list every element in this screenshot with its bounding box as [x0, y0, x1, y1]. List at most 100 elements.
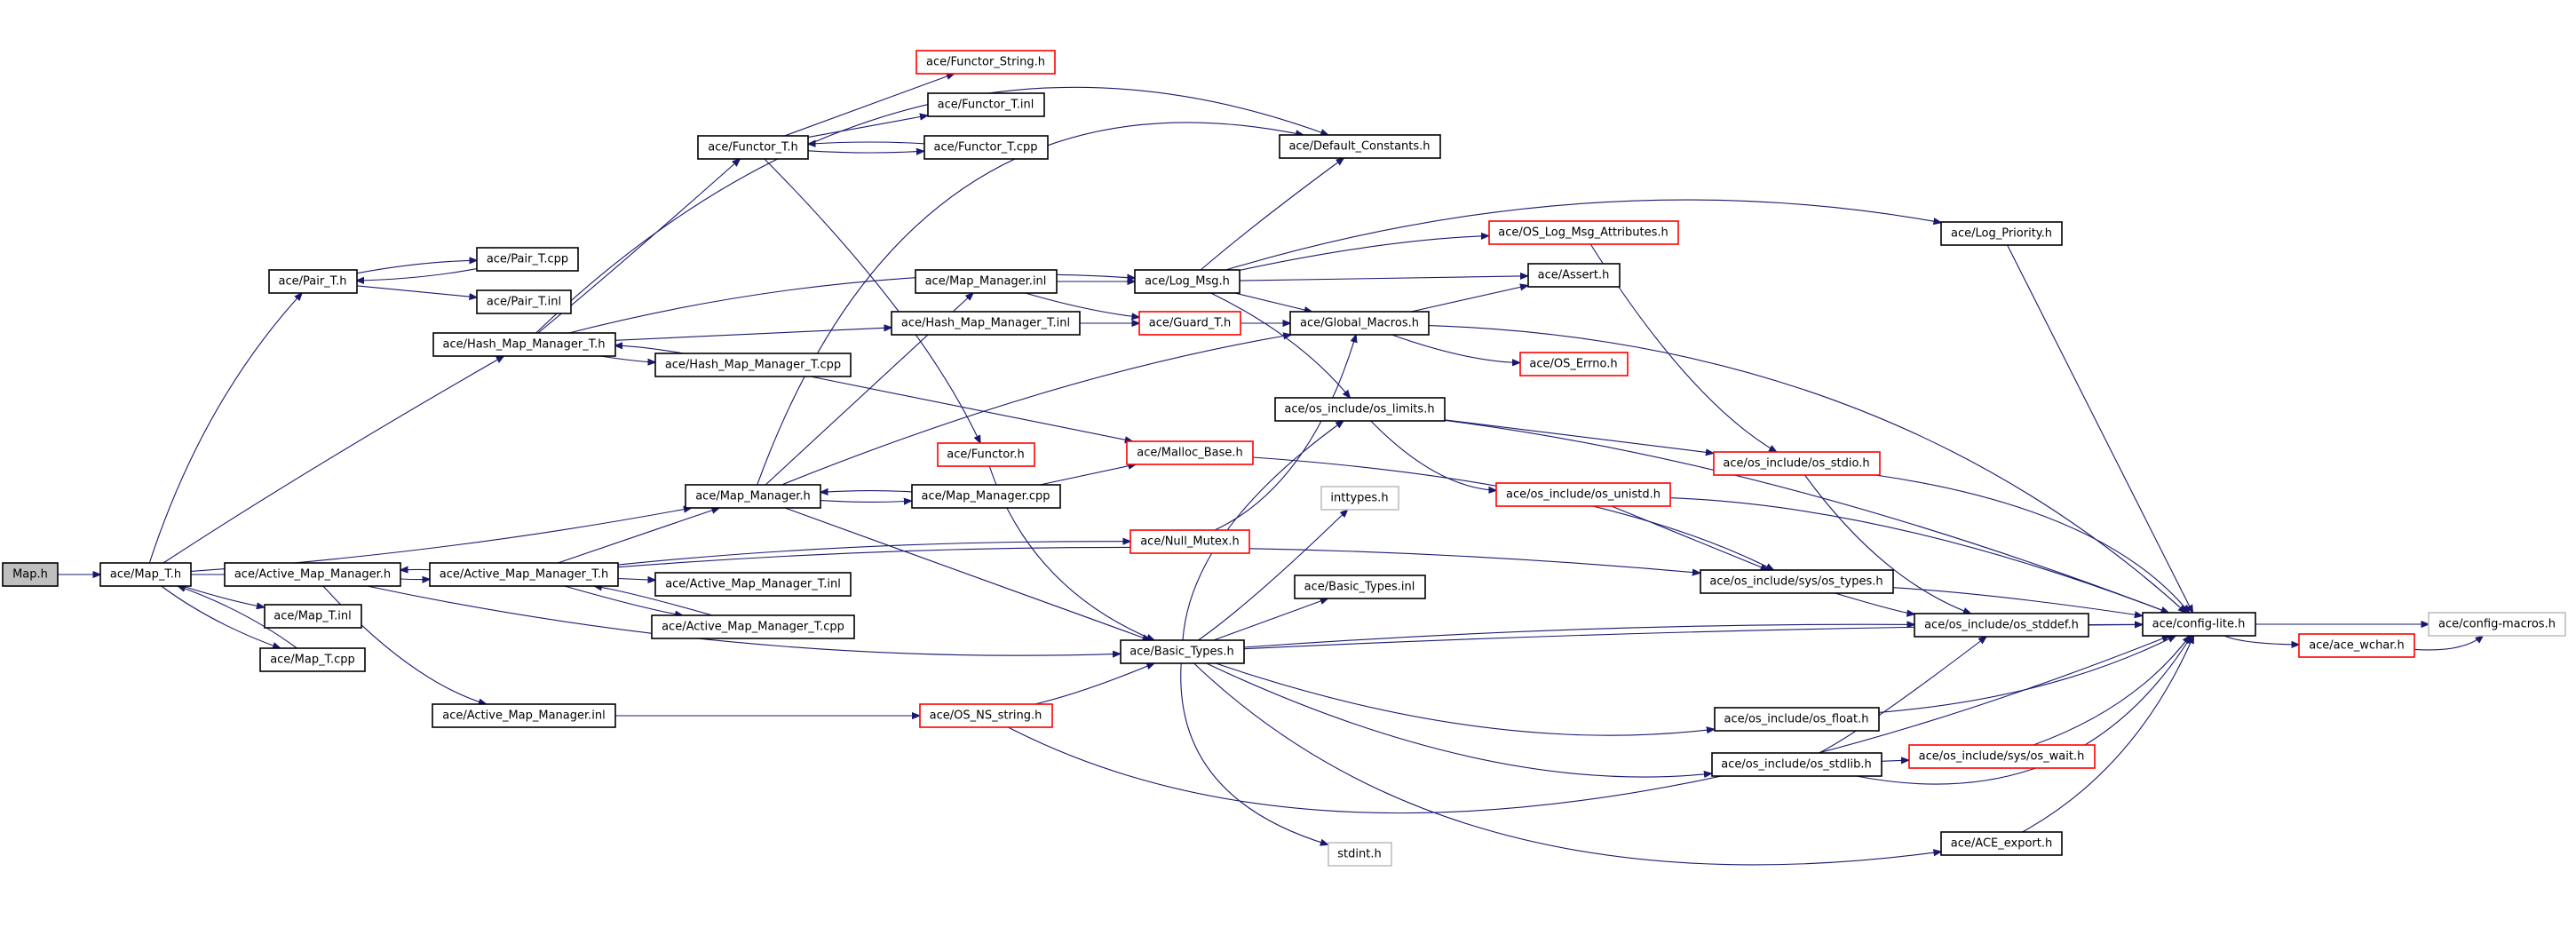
- graph-node-functor-t-cpp[interactable]: ace/Functor_T.cpp: [923, 135, 1049, 160]
- edges-layer: [58, 74, 2483, 866]
- node-box: [264, 604, 362, 629]
- edge-log-msg-h-to-log-priority-h: [1225, 199, 1942, 271]
- graph-node-functor-h[interactable]: ace/Functor.h: [937, 442, 1035, 467]
- graph-node-os-stddef-h[interactable]: ace/os_include/os_stddef.h: [1914, 613, 2089, 638]
- edge-map-manager-h-to-default-constants-h: [757, 122, 1304, 486]
- node-label: ace/Guard_T.h: [1149, 317, 1231, 330]
- graph-node-config-macros-h[interactable]: ace/config-macros.h: [2428, 612, 2566, 637]
- graph-node-map-manager-inl[interactable]: ace/Map_Manager.inl: [915, 269, 1058, 294]
- node-box: [1134, 269, 1240, 294]
- edge-map-t-h-to-pair-t-h: [148, 293, 302, 564]
- node-label: ace/Functor_T.h: [708, 141, 798, 155]
- graph-node-map-manager-h[interactable]: ace/Map_Manager.h: [685, 484, 821, 509]
- graph-node-malloc-base-h[interactable]: ace/Malloc_Base.h: [1126, 440, 1254, 465]
- graph-node-map-t-cpp[interactable]: ace/Map_T.cpp: [259, 647, 366, 672]
- graph-node-active-mm-t-h[interactable]: ace/Active_Map_Manager_T.h: [429, 562, 619, 587]
- node-label: ace/Map_T.inl: [273, 610, 351, 623]
- node-box: [432, 703, 616, 728]
- graph-node-log-msg-h[interactable]: ace/Log_Msg.h: [1134, 269, 1240, 294]
- graph-node-os-ns-string-h[interactable]: ace/OS_NS_string.h: [919, 703, 1053, 728]
- graph-node-assert-h[interactable]: ace/Assert.h: [1527, 263, 1621, 288]
- graph-node-os-float-h[interactable]: ace/os_include/os_float.h: [1714, 707, 1880, 732]
- node-label: ace/Malloc_Base.h: [1137, 447, 1243, 460]
- graph-node-pair-t-inl[interactable]: ace/Pair_T.inl: [476, 289, 572, 314]
- node-box: [1294, 575, 1426, 599]
- edge-null-mutex-h-to-global-macros-h: [1214, 335, 1356, 531]
- node-label: ace/Active_Map_Manager.h: [234, 568, 391, 582]
- node-box: [927, 92, 1045, 117]
- graph-node-inttypes-h[interactable]: inttypes.h: [1320, 486, 1399, 511]
- node-box: [1940, 221, 2063, 246]
- graph-node-basic-types-inl[interactable]: ace/Basic_Types.inl: [1294, 575, 1426, 599]
- node-box: [915, 50, 1056, 75]
- edge-map-manager-inl-to-guard-t-h: [1025, 292, 1139, 317]
- graph-node-os-unistd-h[interactable]: ace/os_include/os_unistd.h: [1495, 482, 1671, 507]
- node-box: [1495, 482, 1671, 507]
- graph-node-stdint-h[interactable]: stdint.h: [1328, 842, 1392, 867]
- graph-node-guard-t-h[interactable]: ace/Guard_T.h: [1138, 311, 1241, 336]
- edge-hash-mm-t-h-to-default-constants-h: [535, 86, 1328, 334]
- edge-hash-mm-t-cpp-to-hash-mm-t-h: [615, 345, 685, 354]
- graph-node-global-macros-h[interactable]: ace/Global_Macros.h: [1289, 311, 1430, 336]
- graph-node-map-manager-cpp[interactable]: ace/Map_Manager.cpp: [911, 484, 1061, 509]
- graph-node-null-mutex-h[interactable]: ace/Null_Mutex.h: [1129, 529, 1250, 554]
- graph-node-pair-t-cpp[interactable]: ace/Pair_T.cpp: [476, 247, 579, 272]
- graph-node-os-sys-wait-h[interactable]: ace/os_include/sys/os_wait.h: [1908, 744, 2096, 769]
- graph-node-functor-string-h[interactable]: ace/Functor_String.h: [915, 50, 1056, 75]
- graph-node-log-priority-h[interactable]: ace/Log_Priority.h: [1940, 221, 2063, 246]
- node-label: ace/config-lite.h: [2152, 618, 2246, 631]
- graph-node-functor-t-inl[interactable]: ace/Functor_T.inl: [927, 92, 1045, 117]
- edge-basic-types-h-to-os-stdlib-h: [1206, 662, 1712, 777]
- graph-node-os-stdio-h[interactable]: ace/os_include/os_stdio.h: [1713, 451, 1881, 476]
- graph-node-map-t-inl[interactable]: ace/Map_T.inl: [264, 604, 362, 629]
- node-box: [915, 269, 1058, 294]
- graph-node-map-t-h[interactable]: ace/Map_T.h: [99, 562, 192, 587]
- graph-node-active-mm-inl[interactable]: ace/Active_Map_Manager.inl: [432, 703, 616, 728]
- edge-active-mm-t-h-to-active-mm-h: [400, 569, 431, 570]
- node-box: [476, 247, 579, 272]
- node-box: [919, 703, 1053, 728]
- graph-node-os-sys-types-h[interactable]: ace/os_include/sys/os_types.h: [1700, 569, 1894, 594]
- graph-node-os-errno-h[interactable]: ace/OS_Errno.h: [1519, 352, 1629, 376]
- graph-node-os-stdlib-h[interactable]: ace/os_include/os_stdlib.h: [1711, 752, 1882, 777]
- graph-node-config-lite-h[interactable]: ace/config-lite.h: [2142, 612, 2256, 637]
- edge-active-mm-h-to-active-mm-inl: [322, 585, 487, 704]
- node-box: [2142, 612, 2256, 637]
- node-box: [1129, 529, 1250, 554]
- node-box: [1940, 831, 2063, 856]
- graph-node-os-limits-h[interactable]: ace/os_include/os_limits.h: [1274, 397, 1446, 422]
- graph-node-pair-t-h[interactable]: ace/Pair_T.h: [268, 269, 358, 294]
- edge-basic-types-h-to-inttypes-h: [1198, 510, 1347, 641]
- edge-hash-mm-t-h-to-hash-mm-t-inl: [614, 328, 892, 341]
- graph-node-basic-types-h[interactable]: ace/Basic_Types.h: [1120, 639, 1245, 664]
- edge-pair-t-h-to-pair-t-inl: [356, 285, 478, 297]
- graph-node-default-constants-h[interactable]: ace/Default_Constants.h: [1279, 134, 1441, 159]
- edge-map-manager-cpp-to-map-manager-h: [820, 491, 912, 493]
- node-label: ace/Log_Priority.h: [1951, 227, 2052, 241]
- node-box: [697, 135, 809, 160]
- node-label: ace/Functor.h: [947, 448, 1024, 462]
- graph-node-ace-wchar-h[interactable]: ace/ace_wchar.h: [2298, 633, 2415, 658]
- node-box: [224, 562, 401, 587]
- graph-node-active-mm-h[interactable]: ace/Active_Map_Manager.h: [224, 562, 401, 587]
- graph-node-functor-t-h[interactable]: ace/Functor_T.h: [697, 135, 809, 160]
- edge-os-stdio-h-to-config-lite-h: [1875, 474, 2189, 613]
- graph-node-map-h[interactable]: Map.h: [2, 562, 59, 587]
- node-label: ace/Hash_Map_Manager_T.h: [443, 338, 606, 352]
- edge-log-msg-h-to-assert-h: [1239, 276, 1528, 281]
- edge-os-unistd-h-to-config-lite-h: [1669, 497, 2168, 613]
- edge-os-sys-types-h-to-config-lite-h: [1892, 587, 2143, 616]
- edge-active-mm-h-to-basic-types-h: [367, 585, 1121, 655]
- node-box: [429, 562, 619, 587]
- graph-node-os-log-msg-attr-h[interactable]: ace/OS_Log_Msg_Attributes.h: [1488, 220, 1679, 245]
- graph-node-ace-export-h[interactable]: ace/ACE_export.h: [1940, 831, 2063, 856]
- edge-basic-types-h-to-ace-export-h: [1193, 662, 1941, 866]
- graph-node-hash-mm-t-cpp[interactable]: ace/Hash_Map_Manager_T.cpp: [654, 353, 852, 377]
- node-label: ace/Functor_String.h: [926, 56, 1045, 69]
- node-label: ace/Functor_T.cpp: [934, 141, 1038, 155]
- graph-node-hash-mm-t-h[interactable]: ace/Hash_Map_Manager_T.h: [432, 332, 616, 357]
- edge-basic-types-h-to-os-stddef-h: [1243, 624, 1915, 648]
- graph-node-hash-mm-t-inl[interactable]: ace/Hash_Map_Manager_T.inl: [891, 311, 1081, 336]
- graph-node-active-mm-t-cpp[interactable]: ace/Active_Map_Manager_T.cpp: [651, 614, 855, 639]
- graph-node-active-mm-t-inl[interactable]: ace/Active_Map_Manager_T.inl: [654, 572, 852, 597]
